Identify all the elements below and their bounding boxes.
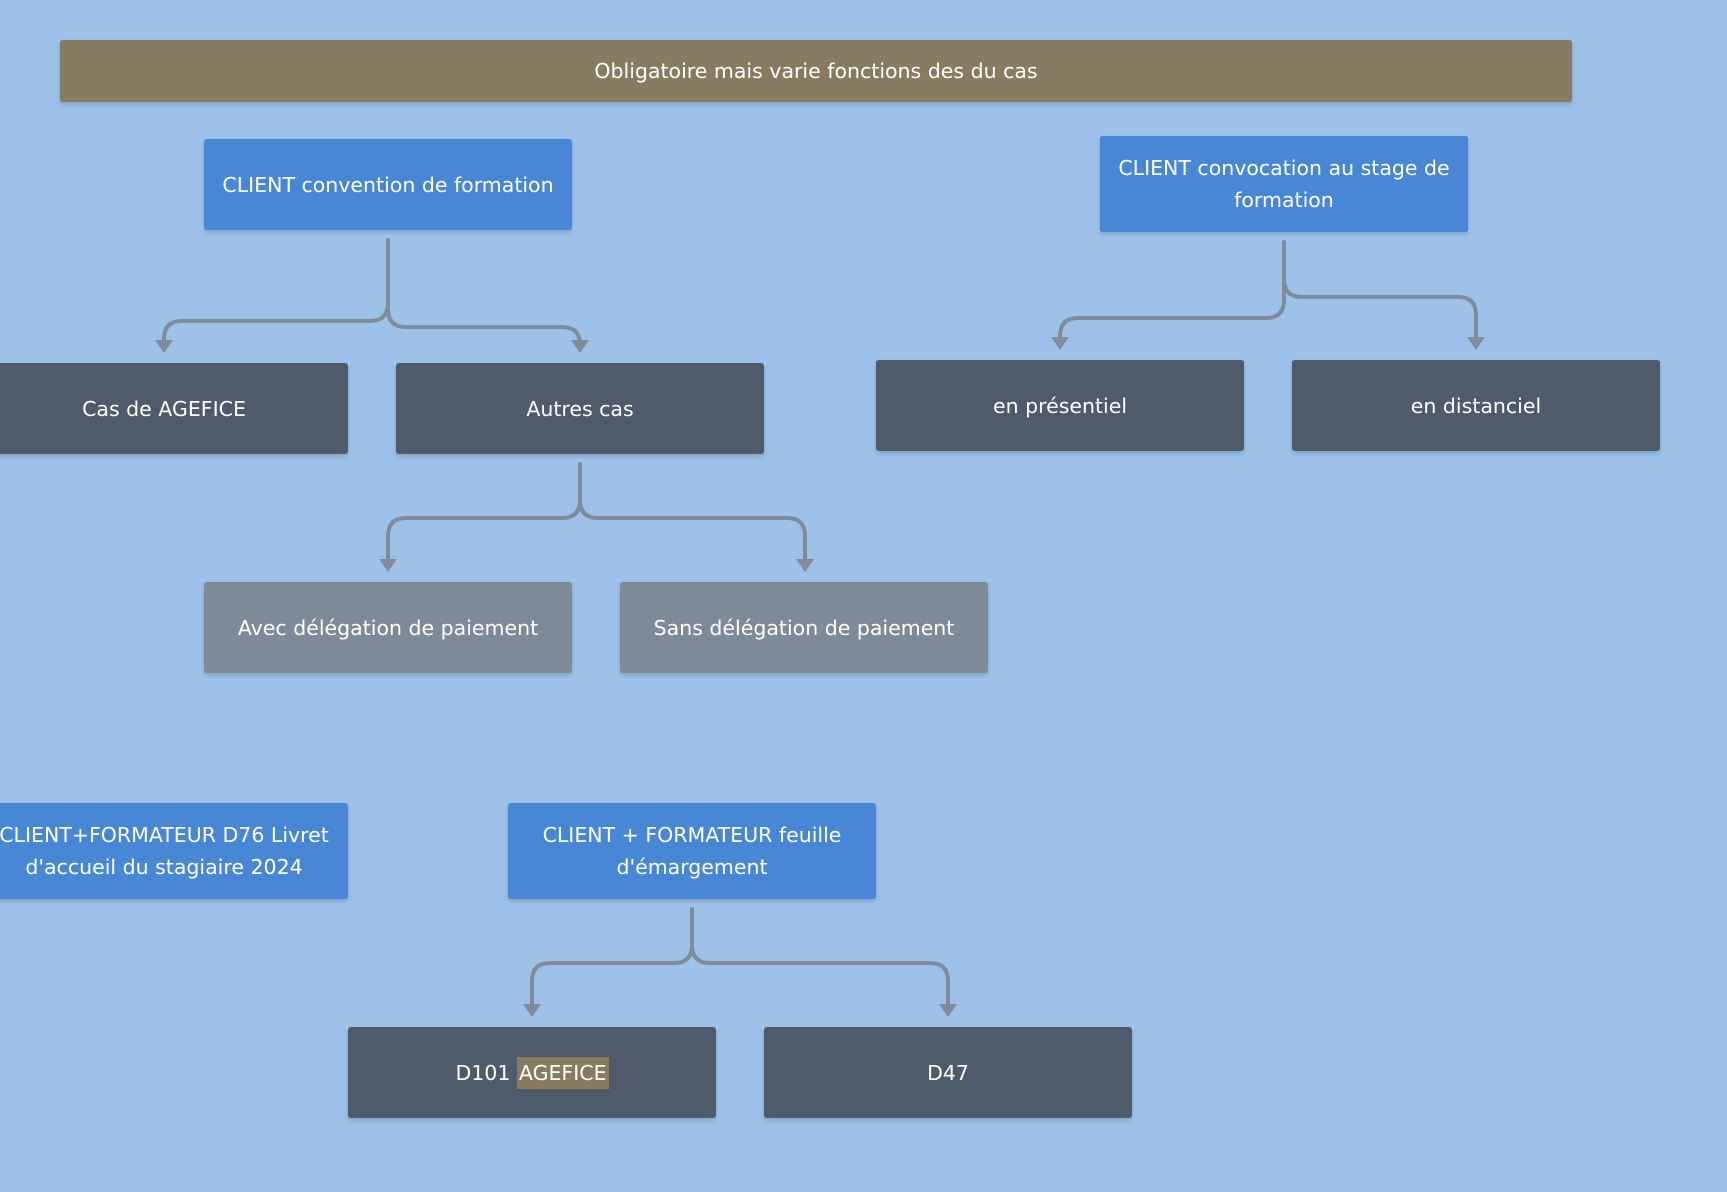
node-d101-agefice[interactable]: D101 AGEFICE [348, 1027, 716, 1118]
connector-convention-arrowhead-left [155, 340, 173, 353]
connector-convention-arrowhead-right [571, 340, 589, 353]
connector-autres-cas-arrowhead-right [796, 559, 814, 572]
connector-convocation-arrowhead-left [1051, 337, 1069, 350]
node-label: Sans délégation de paiement [653, 615, 955, 640]
connector-convocation [1058, 240, 1478, 341]
node-convention-de-formation[interactable]: CLIENT convention de formation [204, 139, 572, 230]
node-label: en distanciel [1410, 393, 1542, 418]
node-label-highlight: AGEFICE [516, 1056, 609, 1089]
node-feuille-d-emargement[interactable]: CLIENT + FORMATEUR feuille d'émargement [508, 803, 876, 899]
node-label: en présentiel [992, 393, 1128, 418]
connector-autres-cas [386, 462, 807, 563]
connector-emargement-arrowhead-left [523, 1004, 541, 1017]
node-autres-cas[interactable]: Autres cas [396, 363, 764, 454]
node-label: Autres cas [526, 396, 634, 421]
node-en-presentiel[interactable]: en présentiel [876, 360, 1244, 451]
node-convocation-au-stage[interactable]: CLIENT convocation au stage de formation [1100, 136, 1468, 232]
connector-convocation-arrowhead-right [1467, 337, 1485, 350]
node-label: CLIENT+FORMATEUR D76 Livret d'accueil du… [0, 823, 329, 879]
node-label: Cas de AGEFICE [82, 396, 246, 421]
header-banner[interactable]: Obligatoire mais varie fonctions des du … [60, 40, 1572, 102]
connector-emargement [530, 907, 950, 1008]
node-avec-delegation-de-paiement[interactable]: Avec délégation de paiement [204, 582, 572, 673]
node-label: CLIENT convention de formation [222, 172, 554, 197]
header-banner-label: Obligatoire mais varie fonctions des du … [594, 59, 1038, 83]
node-label-prefix: D101 [455, 1060, 511, 1085]
node-label: D47 [927, 1060, 969, 1085]
node-cas-de-agefice[interactable]: Cas de AGEFICE [0, 363, 348, 454]
node-sans-delegation-de-paiement[interactable]: Sans délégation de paiement [620, 582, 988, 673]
node-livret-d-accueil[interactable]: CLIENT+FORMATEUR D76 Livret d'accueil du… [0, 803, 348, 899]
connector-convention [162, 238, 582, 347]
node-label: CLIENT + FORMATEUR feuille d'émargement [542, 823, 842, 879]
connector-emargement-arrowhead-right [939, 1004, 957, 1017]
node-label: Avec délégation de paiement [237, 615, 539, 640]
node-en-distanciel[interactable]: en distanciel [1292, 360, 1660, 451]
node-d47[interactable]: D47 [764, 1027, 1132, 1118]
node-label: CLIENT convocation au stage de formation [1118, 156, 1450, 212]
connector-autres-cas-arrowhead-left [379, 559, 397, 572]
